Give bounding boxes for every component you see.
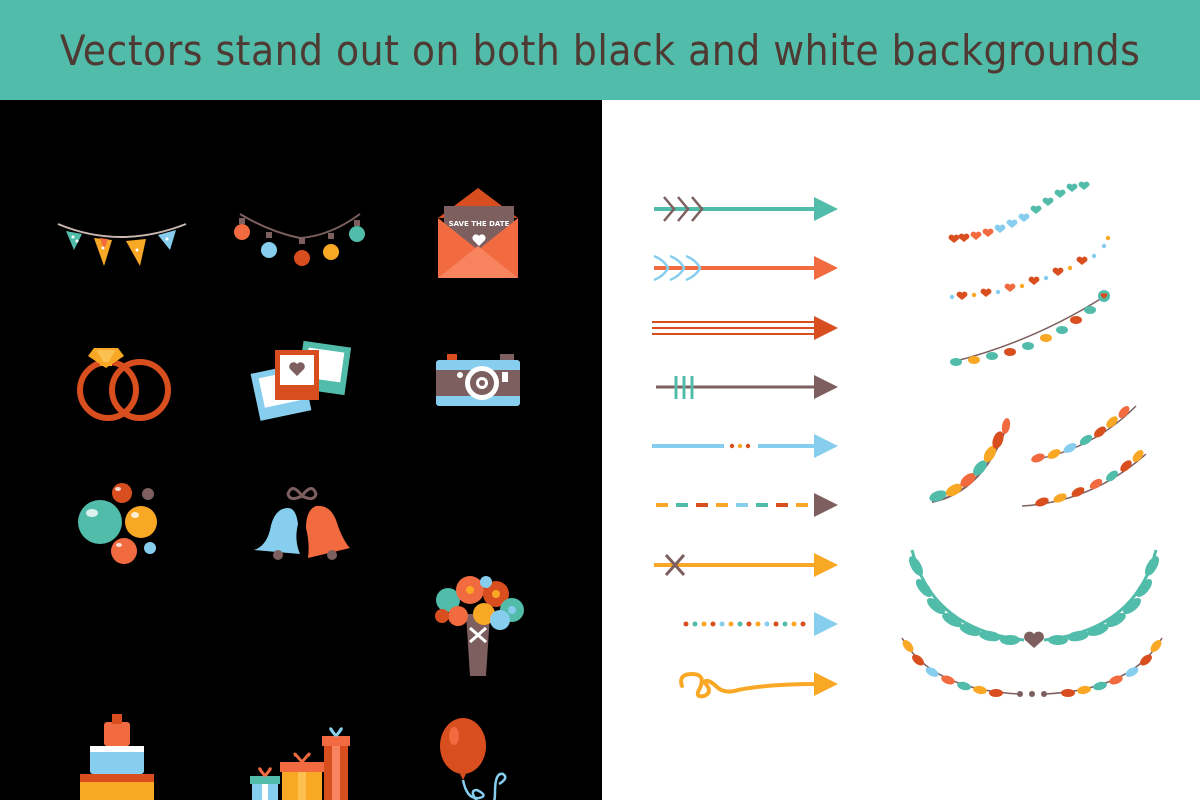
dashed-multicolor-arrow	[656, 493, 838, 517]
ornament-collection	[652, 181, 1163, 699]
yellow-swirl-arrow	[679, 671, 838, 699]
teal-chevron-arrow	[654, 196, 838, 222]
save-the-date-envelope-icon: SAVE THE DATE	[438, 188, 518, 278]
bunting-icon	[57, 223, 187, 266]
camera-icon	[436, 354, 520, 406]
icon-grid: SAVE THE DATE	[57, 188, 524, 800]
laurel-branches	[929, 405, 1147, 507]
balloon-icon	[440, 718, 507, 800]
dark-background-panel: SAVE THE DATE	[0, 100, 602, 800]
wedding-rings-icon	[77, 348, 171, 421]
photo-frames-icon	[250, 340, 352, 421]
title-banner: Vectors stand out on both black and whit…	[0, 0, 1200, 100]
wedding-bells-icon	[254, 487, 350, 560]
light-background-panel	[602, 100, 1200, 800]
gift-boxes-icon	[250, 727, 350, 800]
leaf-garland	[950, 290, 1110, 366]
laurel-wreath	[901, 549, 1163, 697]
envelope-card-text: SAVE THE DATE	[449, 220, 510, 228]
bubbles-icon	[78, 483, 157, 564]
flower-bouquet-icon	[435, 576, 524, 676]
orange-feather-arrow	[653, 254, 838, 282]
dotted-multicolor-arrow	[683, 612, 838, 636]
yellow-cross-arrow	[654, 553, 838, 577]
banner-title: Vectors stand out on both black and whit…	[59, 25, 1141, 75]
brown-tick-arrow	[656, 375, 838, 399]
heart-garlands	[948, 181, 1111, 300]
wedding-cake-icon	[80, 714, 154, 800]
red-triple-line-arrow	[652, 316, 838, 340]
blue-dotted-arrow	[652, 434, 838, 458]
string-lights-icon	[234, 213, 365, 266]
